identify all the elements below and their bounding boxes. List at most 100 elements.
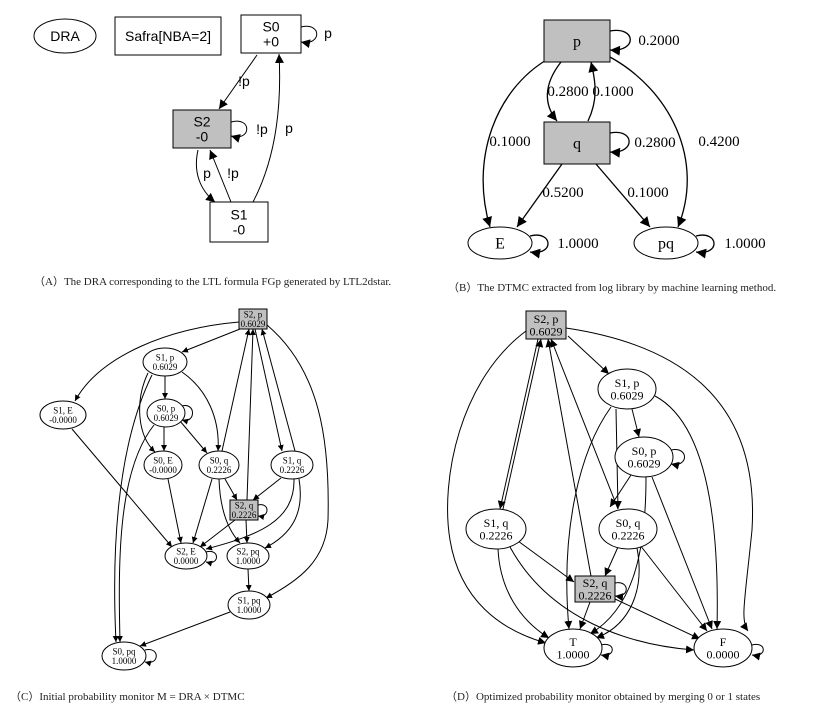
caption-a: （A）The DRA corresponding to the LTL form… — [34, 276, 392, 288]
node-label: S0, q — [210, 455, 229, 465]
edge-line — [482, 58, 549, 228]
edge-label: p — [324, 25, 332, 41]
edge-line — [516, 163, 563, 228]
node-p: p — [543, 19, 611, 63]
edge-line — [218, 478, 241, 544]
edge-line — [609, 29, 631, 56]
node-label: 0.2226 — [579, 589, 612, 603]
node-ellipse — [598, 508, 658, 550]
edge-s2p-f — [565, 327, 754, 632]
node-label: p — [573, 34, 581, 51]
edge-line — [497, 548, 550, 639]
edge-s0p-s0q — [179, 420, 208, 454]
node-s2p: S2, p0.6029 — [525, 310, 567, 340]
edge-p-pq: 0.4200 — [609, 56, 740, 228]
node-label: S2, p — [534, 312, 559, 326]
node-ellipse — [543, 628, 603, 668]
node-box — [238, 308, 268, 330]
edge-line — [252, 53, 284, 203]
node-ellipse — [198, 450, 240, 480]
edge-line — [609, 56, 688, 228]
node-label: q — [573, 136, 581, 153]
edge-line — [497, 338, 539, 510]
node-label: -0.0000 — [149, 465, 177, 475]
edge-line — [181, 328, 241, 353]
edge-line — [614, 582, 627, 602]
edge-line — [74, 321, 240, 402]
edge-label: 0.1000 — [489, 134, 530, 150]
edge-s0q-s2e — [191, 478, 213, 544]
edge-s1p-f — [654, 395, 722, 630]
node-s1q: S1, q0.2226 — [270, 450, 314, 480]
node-safra: Safra[NBA=2] — [114, 16, 222, 56]
edge-line — [243, 519, 250, 544]
edge-line — [246, 328, 256, 501]
edge-s2pq-s1pq — [245, 568, 252, 592]
node-s2q: S2, q0.2226 — [574, 575, 616, 603]
edge-label: 0.1000 — [627, 185, 668, 201]
node-label: S1, E — [53, 405, 73, 415]
node-label: 0.6029 — [628, 457, 661, 471]
edge-line — [509, 546, 695, 654]
node-label: S2, pq — [236, 546, 260, 556]
edge-s0-s2: !p — [218, 54, 258, 110]
edge-line — [71, 428, 173, 548]
node-label: S0, pq — [112, 646, 136, 656]
edge-label: 0.2800 — [634, 135, 675, 151]
edge-s0p-t — [589, 476, 647, 635]
node-label: 0.0000 — [707, 648, 740, 662]
edge-s2q-s2q — [614, 582, 627, 602]
node-s0q: S0, q0.2226 — [198, 450, 240, 480]
edge-pq-pq: 1.0000 — [695, 234, 766, 259]
edge-s2p-s1p — [181, 328, 241, 353]
edge-s1q-t — [497, 548, 550, 639]
edge-q-e: 0.5200 — [516, 163, 584, 228]
edge-line — [205, 550, 217, 567]
node-s0: S0+0 — [240, 14, 302, 54]
node-ellipse — [614, 436, 674, 478]
edge-s1pq-s0pq — [139, 611, 231, 647]
node-ellipse — [143, 450, 183, 480]
edge-s2p-s1q — [254, 328, 284, 452]
node-label: S2, p — [244, 309, 263, 319]
caption-b: （B）The DTMC extracted from log library b… — [448, 282, 777, 294]
node-dra: DRA — [33, 18, 97, 54]
node-s1: S1-0 — [209, 201, 269, 243]
edge-line — [595, 163, 651, 228]
node-s1q: S1, q0.2226 — [465, 508, 527, 550]
edge-s1q-s2e — [205, 478, 295, 551]
edge-label: 0.1000 — [592, 84, 633, 100]
edge-label: !p — [238, 73, 250, 89]
edge-line — [257, 504, 268, 520]
edge-s1q-s2p — [260, 328, 296, 452]
node-ellipse — [164, 542, 208, 570]
edge-line — [751, 643, 764, 661]
node-ellipse — [39, 400, 87, 430]
edge-s0p-s0pq — [116, 424, 155, 643]
edge-label: p — [203, 165, 211, 181]
edge-s1-s2: !p — [209, 149, 239, 203]
edge-s2q-s2q — [257, 504, 268, 520]
node-label: S0 — [262, 19, 279, 35]
node-ellipse — [142, 347, 188, 377]
edge-s1p-s0pq — [112, 374, 153, 643]
node-s0q: S0, q0.2226 — [598, 508, 658, 550]
edge-s1e-s2e — [71, 428, 173, 548]
edge-line — [609, 474, 632, 508]
node-label: S2 — [193, 114, 210, 130]
node-label: S1, q — [484, 516, 509, 530]
node-pq: pq — [633, 226, 699, 260]
node-s2pq: S2, pq1.0000 — [226, 542, 270, 570]
edge-line — [654, 395, 722, 630]
node-ellipse — [227, 590, 271, 620]
edge-s2q-s2pq — [243, 519, 250, 544]
edge-q-pq: 0.1000 — [595, 163, 669, 228]
node-label: S0, q — [616, 516, 641, 530]
node-ellipse — [693, 628, 753, 668]
edge-s0p-s0q — [609, 474, 632, 508]
